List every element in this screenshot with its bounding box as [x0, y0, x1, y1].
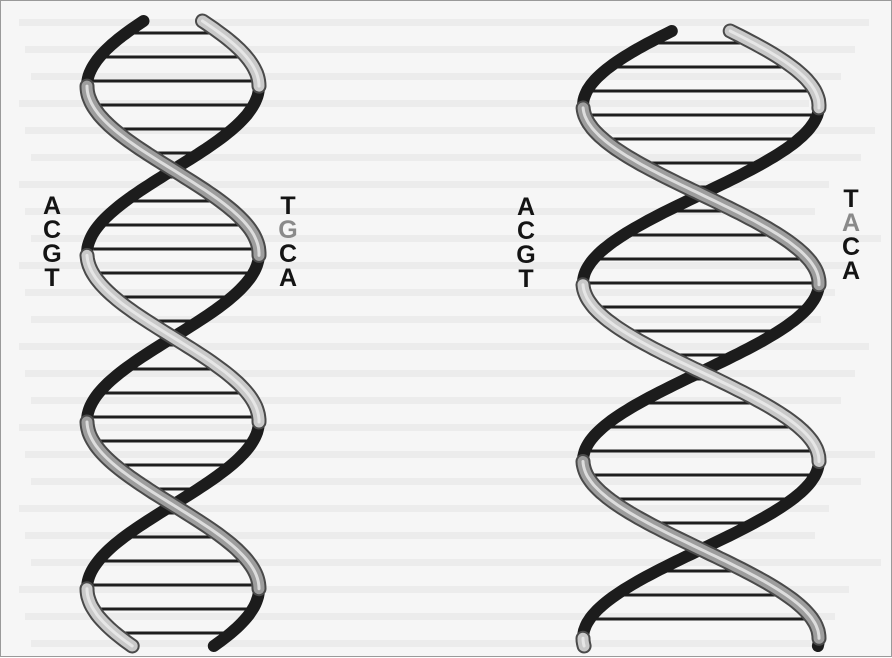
left-helix-strand-a-bases: A C G T [37, 194, 67, 290]
backbone-strand-highlight [87, 422, 259, 589]
right-helix-strand-a-bases: A C G T [511, 195, 541, 291]
mutated-base-letter: A [842, 211, 860, 235]
backbone-strand-back [214, 589, 259, 646]
left-helix-strand-b-bases: T G C A [273, 194, 303, 290]
base-letter: G [516, 243, 535, 267]
base-letter: C [279, 242, 297, 266]
base-letter: A [43, 194, 61, 218]
base-letter: T [843, 187, 858, 211]
base-letter: T [518, 267, 533, 291]
backbone-strand-highlight [583, 285, 819, 462]
base-letter: A [517, 195, 535, 219]
mutated-base-letter: G [278, 218, 297, 242]
right-dna-double-helix [583, 31, 819, 646]
base-letter: C [517, 219, 535, 243]
base-letter: A [842, 259, 860, 283]
right-helix-strand-b-bases: T A C A [836, 187, 866, 283]
left-dna-double-helix [87, 21, 259, 646]
backbone-strand-highlight [87, 86, 259, 255]
base-letter: A [279, 266, 297, 290]
backbone-strand-highlight [583, 638, 584, 646]
base-letter: C [43, 218, 61, 242]
base-letter: T [280, 194, 295, 218]
backbone-strand-highlight [87, 255, 259, 422]
backbone-strand-highlight [583, 462, 819, 639]
base-letter: T [44, 266, 59, 290]
base-letter: G [42, 242, 61, 266]
base-letter: C [842, 235, 860, 259]
backbone-strand-back [583, 31, 672, 108]
backbone-strand-back [87, 21, 144, 86]
